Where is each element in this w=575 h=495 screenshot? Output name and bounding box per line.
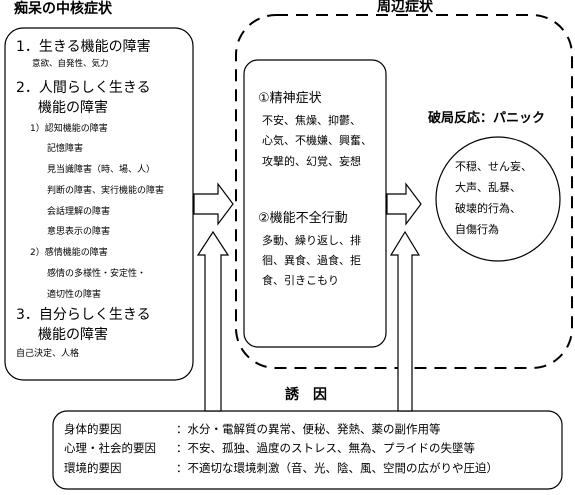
factor-value: ：水分・電解質の異常、便秘、発熱、薬の副作用等 xyxy=(176,422,441,436)
behavior-line: 徊、異食、過食、拒 xyxy=(262,254,361,267)
arrow-peripheral-to-panic xyxy=(386,182,422,226)
panic-circle xyxy=(435,136,561,262)
arrow-core-to-peripheral xyxy=(193,182,234,226)
core-item3-line1: 3．自分らしく生きる xyxy=(16,307,151,323)
core-item2-line1: 2．人間らしく生きる xyxy=(16,80,151,96)
mental-line: 心気、不機嫌、興奮、 xyxy=(262,134,372,147)
core-sub1: 1）認知機能の障害 xyxy=(30,124,108,134)
panic-line: 自傷行為 xyxy=(455,223,499,236)
core-item1-sub: 意欲、自発性、気力 xyxy=(32,59,109,69)
core-sub2-item: 感情の多様性・安定性・ xyxy=(47,269,147,279)
factors-title: 誘 因 xyxy=(285,387,327,403)
panic-line: 不穏、せん妄、 xyxy=(455,160,532,173)
factor-label: 心理・社会的要因 xyxy=(64,441,156,455)
factors-box xyxy=(52,410,563,490)
mental-title: ①精神症状 xyxy=(258,91,322,106)
factor-label: 環境的要因 xyxy=(64,461,122,475)
factor-label: 身体的要因 xyxy=(64,422,122,436)
panic-title: 破局反応：パニック xyxy=(428,111,546,126)
arrow-factor-up-right xyxy=(389,230,421,412)
core-box xyxy=(4,27,194,381)
core-sub2-item: 適切性の障害 xyxy=(47,290,102,300)
core-item2-line2: 機能の障害 xyxy=(38,100,108,116)
factor-value: ：不安、孤独、過度のストレス、無為、プライドの失墜等 xyxy=(176,441,475,455)
core-item1: 1．生きる機能の障害 xyxy=(16,39,151,55)
factor-value: ：不適切な環境刺激（音、光、陰、風、空間の広がりや圧迫） xyxy=(176,461,498,475)
behavior-title: ②機能不全行動 xyxy=(258,211,348,226)
core-title: 痴呆の中核症状 xyxy=(14,1,112,17)
behavior-line: 多動、繰り返し、排 xyxy=(262,234,361,247)
panic-line: 破壊的行為、 xyxy=(455,202,521,215)
peripheral-inner-box xyxy=(243,59,387,348)
panic-line: 大声、乱暴、 xyxy=(455,181,521,194)
core-sub2: 2）感情機能の障害 xyxy=(30,248,108,258)
core-item3-sub: 自己決定、人格 xyxy=(16,349,80,359)
core-sub1-item: 記憶障害 xyxy=(47,144,84,154)
core-sub1-item: 判断の障害、実行機能の障害 xyxy=(47,186,165,196)
mental-line: 不安、焦燥、抑鬱、 xyxy=(262,114,361,127)
core-sub1-item: 会話理解の障害 xyxy=(47,207,111,217)
peripheral-title: 周辺症状 xyxy=(377,0,433,15)
core-sub1-item: 見当識障害（時、場、人） xyxy=(47,165,156,175)
core-item3-line2: 機能の障害 xyxy=(38,327,108,343)
core-sub1-item: 意思表示の障害 xyxy=(47,227,111,237)
arrow-factor-up-left xyxy=(196,230,230,412)
behavior-line: 食、引きこもり xyxy=(262,274,339,287)
mental-line: 攻撃的、幻覚、妄想 xyxy=(262,155,361,168)
